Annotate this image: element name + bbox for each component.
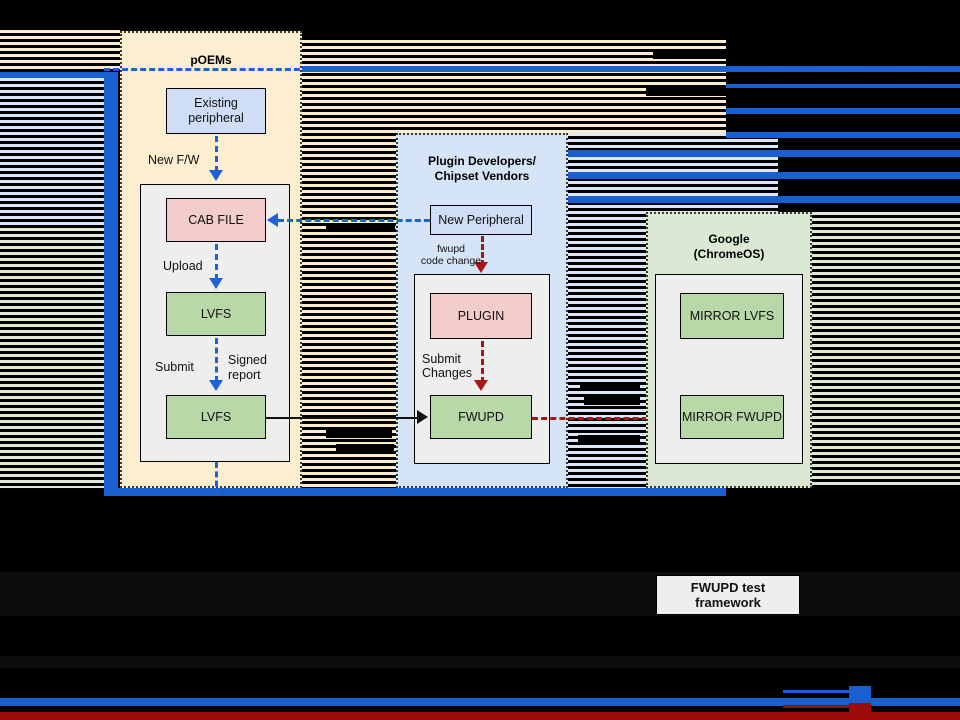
node-fwupd[interactable]: FWUPD <box>430 395 532 439</box>
lane-poems-title: pOEMs <box>190 53 232 67</box>
edge-label-new-fw: New F/W <box>148 153 200 167</box>
node-fwupd-test-framework-label: FWUPD test framework <box>690 580 766 610</box>
edge-submit-arrowhead <box>209 380 223 391</box>
edge-lvfs-to-fwupd-arrowhead <box>417 410 428 424</box>
node-existing-peripheral-label-line2: peripheral <box>188 111 244 125</box>
edge-label-upload: Upload <box>163 259 203 273</box>
edge-lvfs-to-fwupd-line <box>266 417 418 419</box>
node-existing-peripheral[interactable]: Existing peripheral <box>166 88 266 134</box>
edge-label-fwupd-code-change-line1: fwupd <box>436 243 466 255</box>
edge-fwupd-code-change-arrowhead <box>474 262 488 273</box>
edge-poems-title-divider <box>104 68 960 71</box>
glitch-redaction-4 <box>326 430 392 438</box>
edge-submit-changes-line <box>481 341 484 383</box>
node-lvfs-upload[interactable]: LVFS <box>166 292 266 336</box>
node-new-peripheral-label: New Peripheral <box>438 212 524 227</box>
node-plugin-label: PLUGIN <box>457 308 505 323</box>
edge-new-fw-arrowhead <box>209 170 223 181</box>
glitch-bottom-fill <box>0 496 960 720</box>
glitch-redaction-8 <box>578 435 640 445</box>
glitch-bottom-band-a <box>0 572 960 616</box>
node-cab-file-label: CAB FILE <box>188 212 244 227</box>
edge-fwupd-to-mirror-line <box>532 417 666 420</box>
node-lvfs-submit[interactable]: LVFS <box>166 395 266 439</box>
node-mirror-lvfs[interactable]: MIRROR LVFS <box>680 293 784 339</box>
node-fwupd-label: FWUPD <box>458 409 504 424</box>
edge-submit-changes-arrowhead <box>474 380 488 391</box>
glitch-bar-blue-strip6 <box>726 132 960 138</box>
edge-label-submit: Submit <box>155 360 194 374</box>
glitch-bar-blue-strip3 <box>566 196 960 203</box>
lane-plugin-title-line2: Chipset Vendors <box>434 169 530 183</box>
node-mirror-fwupd-label: MIRROR FWUPD <box>682 409 782 424</box>
node-lvfs-upload-label: LVFS <box>200 306 232 321</box>
glitch-legend-red-short <box>783 705 869 708</box>
glitch-legend-red-long <box>0 712 960 720</box>
node-mirror-lvfs-label: MIRROR LVFS <box>689 308 775 323</box>
glitch-bar-blue-strip4 <box>726 84 960 90</box>
glitch-legend-blue-long <box>0 698 960 706</box>
edge-new-peripheral-to-cab-arrowhead <box>267 213 278 227</box>
lane-google-title-line1: Google <box>708 232 750 246</box>
glitch-legend-blue-short <box>783 690 869 693</box>
edge-label-signed-report-line1: Signed <box>228 353 267 367</box>
edge-label-submit-changes-line1: Submit <box>422 352 461 366</box>
glitch-bar-blue-left-col <box>104 72 118 492</box>
node-cab-file[interactable]: CAB FILE <box>166 198 266 242</box>
glitch-band-green-left <box>0 228 110 488</box>
edge-submit-line <box>215 338 218 382</box>
glitch-bar-blue-bottom <box>104 488 726 496</box>
glitch-bar-blue-leftblock <box>0 72 110 78</box>
node-fwupd-test-framework[interactable]: FWUPD test framework <box>656 575 800 615</box>
lane-plugin-title-line1: Plugin Developers/ <box>427 154 537 168</box>
edge-label-fwupd-code-change-line2: code change <box>420 255 482 267</box>
glitch-bottom-band-b <box>0 656 960 668</box>
glitch-legend-gap <box>872 706 960 712</box>
edge-label-submit-changes-line2: Changes <box>422 366 473 380</box>
edge-poems-exit-line <box>215 462 218 496</box>
glitch-redaction-7 <box>584 397 640 405</box>
glitch-band-green-right <box>812 212 960 488</box>
glitch-legend-red-block <box>849 703 871 714</box>
edge-label-signed-report-line2: report <box>228 368 261 382</box>
glitch-redaction-6 <box>580 382 640 390</box>
node-plugin[interactable]: PLUGIN <box>430 293 532 339</box>
glitch-redaction-5 <box>336 444 394 452</box>
edge-upload-arrowhead <box>209 278 223 289</box>
glitch-legend-blue-block <box>849 686 871 698</box>
glitch-band-blue-left <box>0 72 110 230</box>
glitch-bar-blue-strip1 <box>566 150 960 157</box>
glitch-redaction-1 <box>653 52 903 59</box>
lane-google-title-line2: (ChromeOS) <box>693 247 765 261</box>
glitch-bar-blue-strip2 <box>566 172 960 179</box>
edge-fwupd-code-change-line <box>481 236 484 266</box>
node-new-peripheral[interactable]: New Peripheral <box>430 205 532 235</box>
edge-upload-line <box>215 244 218 280</box>
glitch-band-tan-left <box>0 30 120 72</box>
node-existing-peripheral-label-line1: Existing <box>194 96 238 110</box>
edge-new-peripheral-to-cab-line <box>278 219 430 222</box>
glitch-redaction-2 <box>646 88 960 96</box>
node-lvfs-submit-label: LVFS <box>200 409 232 424</box>
glitch-redaction-3 <box>326 225 395 232</box>
glitch-bar-blue-strip5 <box>726 108 960 114</box>
node-mirror-fwupd[interactable]: MIRROR FWUPD <box>680 395 784 439</box>
edge-new-fw-line <box>215 136 218 172</box>
